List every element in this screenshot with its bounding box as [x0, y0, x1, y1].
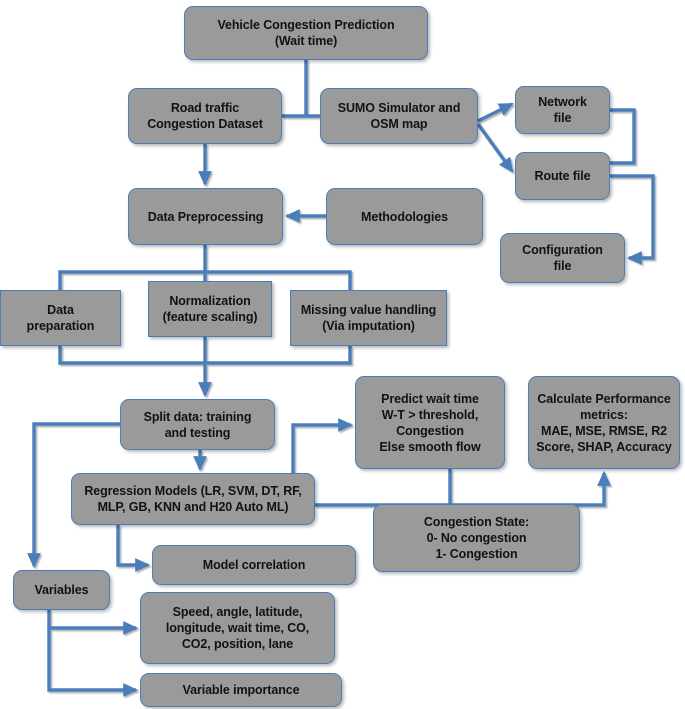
node-label-correlation: Model correlation	[202, 558, 306, 572]
node-regression: Regression Models (LR, SVM, DT, RF,MLP, …	[71, 473, 315, 525]
edge-route-config	[610, 174, 655, 265]
node-label-variables: Variables	[34, 583, 89, 597]
node-variables: Variables	[13, 570, 110, 610]
node-title: Vehicle Congestion Prediction(Wait time)	[184, 6, 428, 60]
edge-regression-predict	[291, 418, 354, 473]
node-normalize: Normalization(feature scaling)	[148, 281, 272, 337]
node-label-varlist: Speed, angle, latitude,longitude, wait t…	[165, 605, 310, 651]
node-label-preprocess: Data Preprocessing	[147, 209, 264, 224]
node-correlation: Model correlation	[152, 545, 356, 585]
edge-prep-bus-top	[58, 270, 352, 290]
node-label-missing: Missing value handling(Via imputation)	[300, 303, 437, 333]
edge-regression-correlation	[116, 525, 151, 572]
edge-sumo-network	[477, 102, 514, 123]
edge-regression-metrics	[315, 470, 611, 507]
node-label-normalize: Normalization(feature scaling)	[162, 294, 258, 324]
edge-title-bus	[282, 60, 320, 118]
node-label-congestion: Congestion State:0- No congestion 1- Con…	[423, 515, 530, 561]
node-route: Route file	[515, 152, 610, 200]
node-preprocess: Data Preprocessing	[128, 188, 283, 245]
node-label-varimport: Variable importance	[182, 683, 300, 697]
node-varlist: Speed, angle, latitude,longitude, wait t…	[140, 592, 335, 664]
edge-split-variables	[27, 422, 120, 569]
node-congestion: Congestion State:0- No congestion 1- Con…	[373, 504, 580, 572]
node-label-route: Route file	[534, 169, 591, 183]
node-label-title: Vehicle Congestion Prediction(Wait time)	[217, 18, 395, 48]
node-missing: Missing value handling(Via imputation)	[290, 290, 447, 346]
edge-sumo-route	[476, 123, 514, 173]
edge-variables-varlist	[47, 610, 139, 635]
edge-variables-varimport	[47, 628, 139, 697]
node-varimport: Variable importance	[140, 673, 342, 707]
node-methods: Methodologies	[326, 188, 483, 245]
edge-network-config	[610, 108, 636, 165]
node-label-regression: Regression Models (LR, SVM, DT, RF,MLP, …	[84, 484, 302, 514]
node-label-methods: Methodologies	[361, 209, 448, 224]
